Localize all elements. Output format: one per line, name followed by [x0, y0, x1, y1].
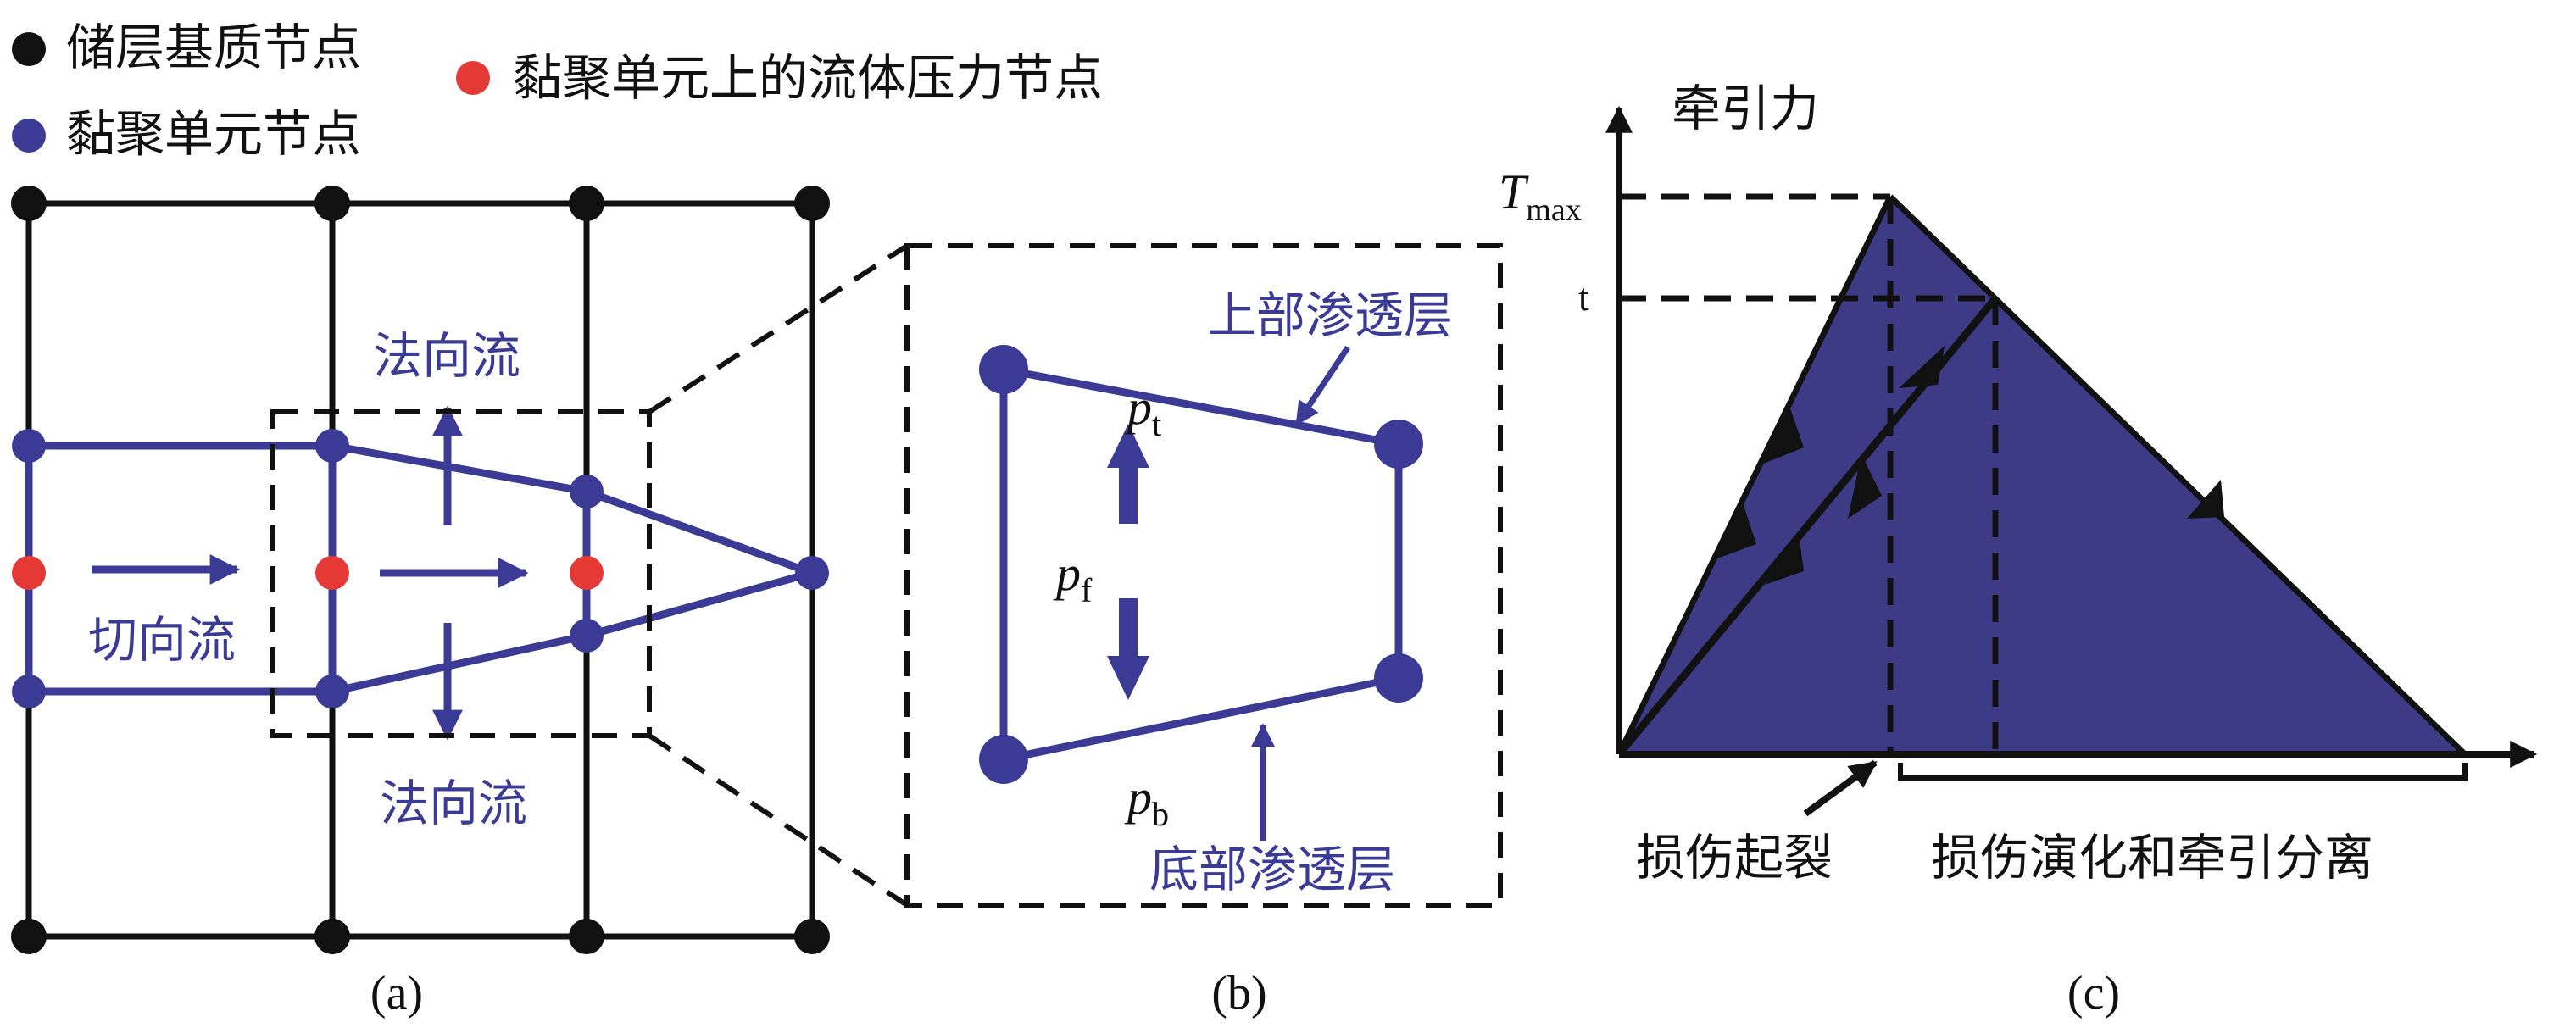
element-detail — [999, 365, 1403, 764]
damage-init-label: 损伤起裂 — [1636, 829, 1833, 886]
panel-b: pt pf pb 上部渗透层 底部渗透层 (b) — [904, 243, 1503, 1020]
cohesive-nodes — [12, 429, 829, 708]
path-arrows — [1715, 346, 2224, 585]
legend-matrix-node: 储层基质节点 — [66, 19, 361, 76]
p-t-label: pt — [1124, 380, 1161, 443]
zoom-detail-box — [904, 243, 1503, 908]
legend-cohesive-node: 黏聚单元节点 — [66, 105, 361, 163]
p-f-label: pf — [1053, 546, 1093, 609]
cohesive-element — [25, 442, 814, 696]
y-axis-label: 牵引力 — [1672, 80, 1819, 137]
pressure-double-arrow — [1107, 424, 1149, 700]
panel-c: 牵引力 Tmax t 损伤起裂 损伤演化和牵引分离 (c) — [1499, 80, 2538, 1020]
matrix-node-legend-dot — [12, 32, 46, 66]
upper-layer-pointer — [1294, 346, 1350, 426]
triangle-edge-rise — [1616, 195, 1894, 756]
legend: 储层基质节点 黏聚单元节点 黏聚单元上的流体压力节点 — [12, 19, 1103, 163]
triangle-edge-fall — [1888, 194, 2468, 757]
panel-b-caption: (b) — [1211, 967, 1266, 1020]
matrix-nodes — [11, 186, 830, 954]
zoom-connectors — [648, 243, 909, 908]
guide-lines — [1619, 193, 1999, 754]
pressure-nodes — [12, 556, 604, 590]
panel-a-caption: (a) — [370, 967, 423, 1020]
panel-c-caption: (c) — [2067, 967, 2120, 1020]
lower-layer-label: 底部渗透层 — [1149, 841, 1395, 898]
normal-flow-bottom-label: 法向流 — [380, 775, 527, 832]
element-detail-nodes — [979, 345, 1423, 784]
damage-evolution-label: 损伤演化和牵引分离 — [1931, 829, 2373, 886]
upper-layer-label: 上部渗透层 — [1207, 286, 1453, 344]
damage-init-pointer — [1803, 759, 1878, 817]
tangential-flow-label: 切向流 — [88, 611, 236, 669]
normal-flow-top-label: 法向流 — [373, 327, 520, 385]
tmax-label: Tmax — [1499, 164, 1582, 228]
panel-a: 切向流 法向流 法向流 (a) — [11, 186, 830, 1020]
traction-separation-area — [1619, 197, 2465, 754]
pressure-node-legend-dot — [456, 61, 490, 95]
zoom-region-box — [270, 409, 652, 738]
cohesive-node-legend-dot — [12, 119, 46, 153]
t-tick-label: t — [1578, 275, 1589, 319]
damage-evolution-bracket — [1898, 763, 2468, 781]
legend-pressure-node: 黏聚单元上的流体压力节点 — [513, 49, 1103, 107]
p-b-label: pb — [1124, 770, 1169, 833]
